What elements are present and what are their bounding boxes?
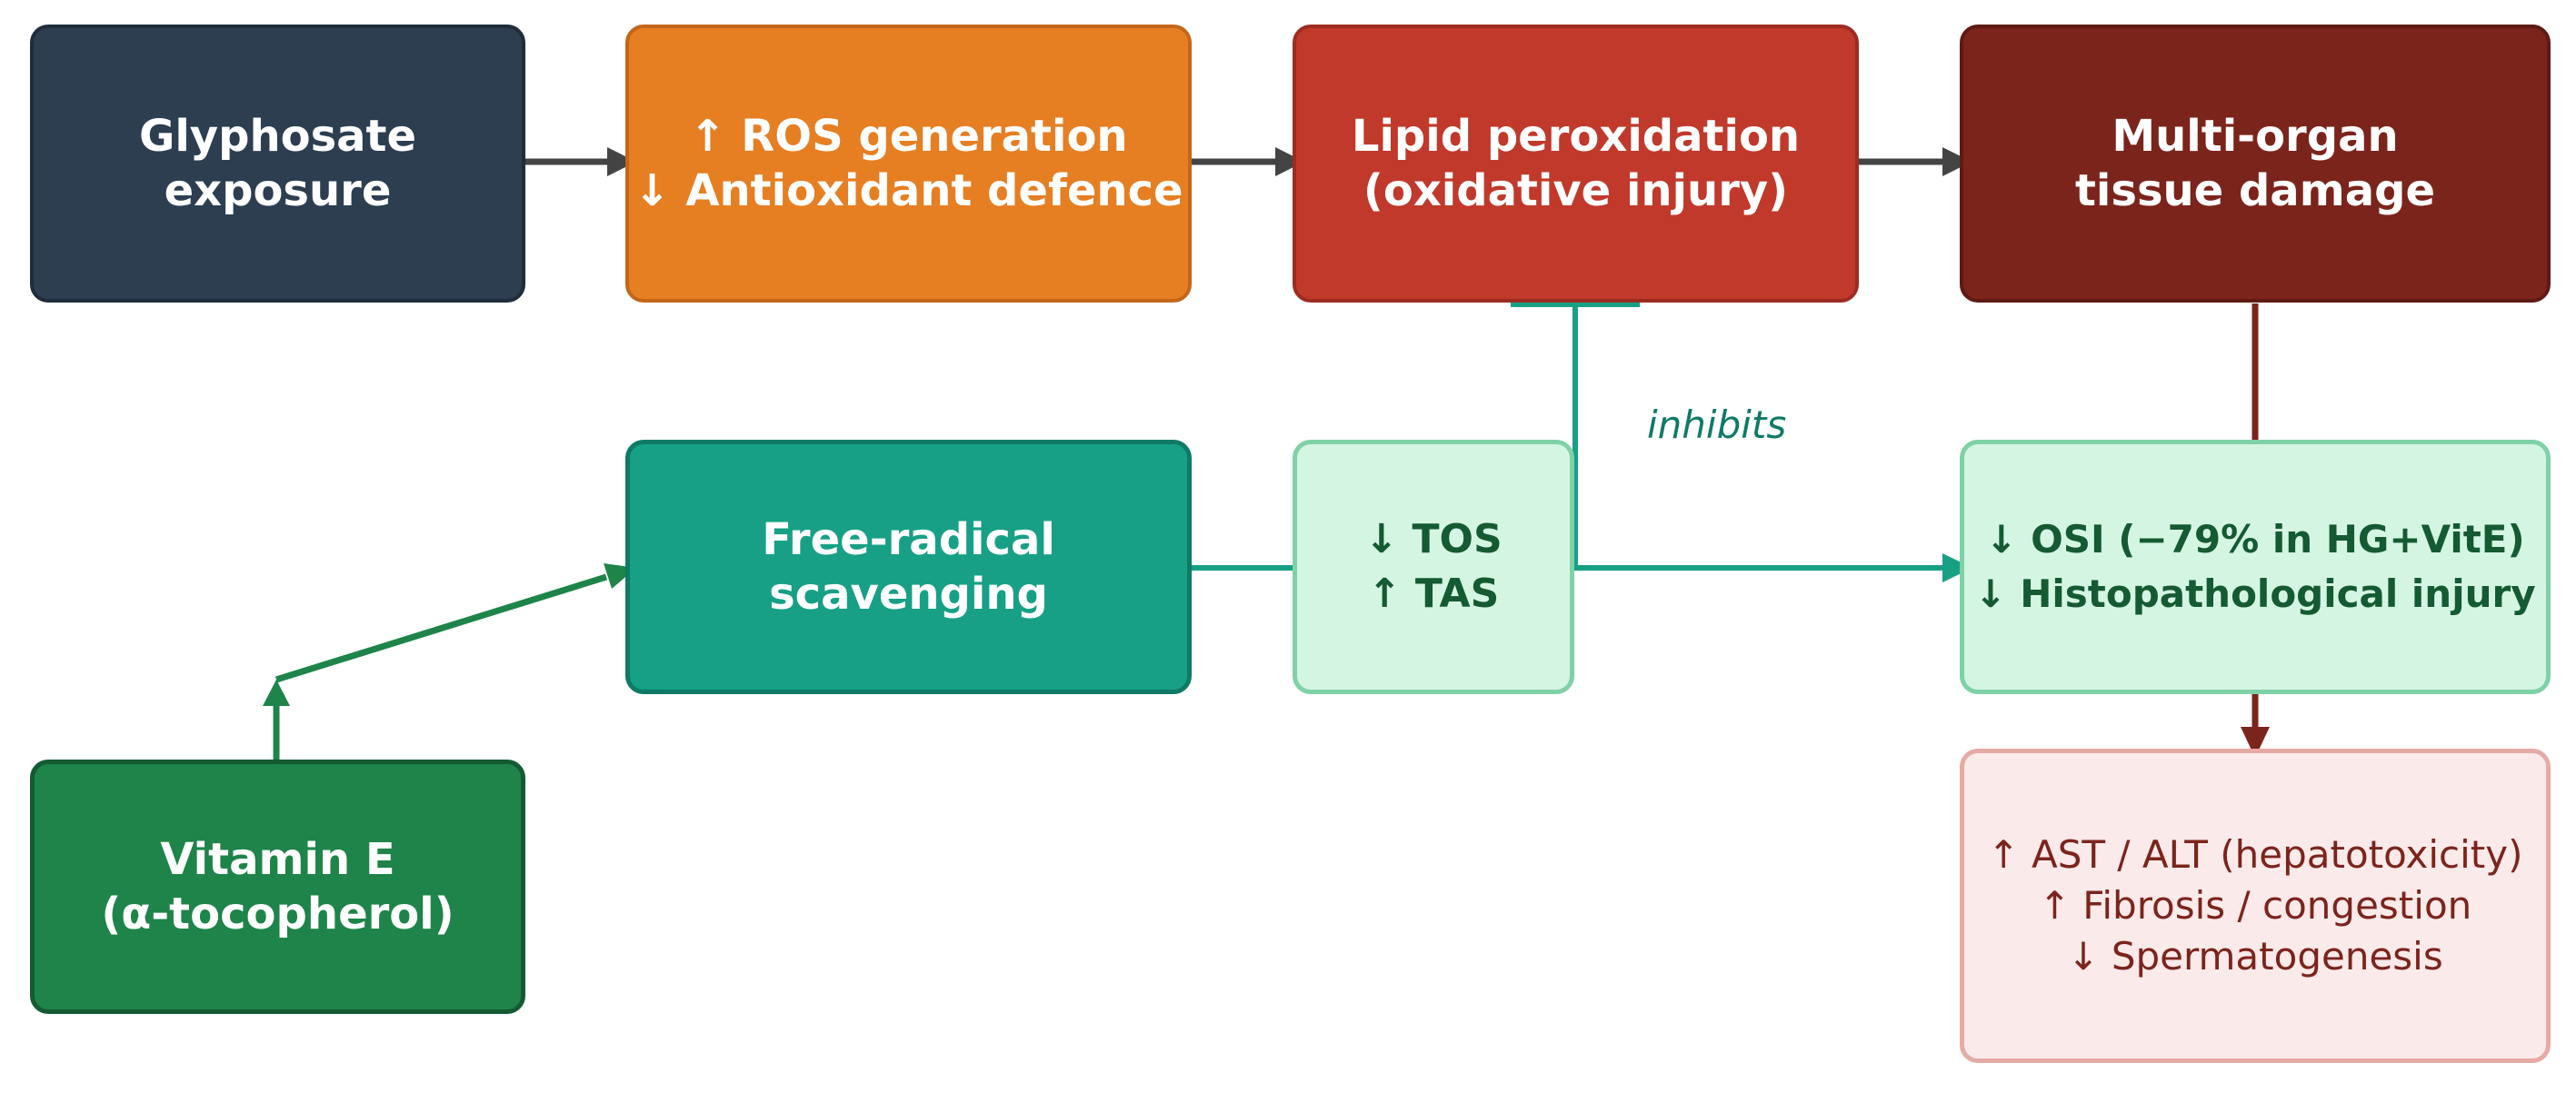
node-text: Lipid peroxidation xyxy=(1351,111,1801,162)
arrow-glyphosate-to-ros xyxy=(523,147,636,176)
node-text: (α-tocopherol) xyxy=(101,889,454,939)
node-tos-tas: ↓ TOS ↑ TAS xyxy=(1293,440,1574,694)
node-text: (oxidative injury) xyxy=(1363,165,1789,216)
arrow-ros-to-lipid xyxy=(1177,147,1304,176)
node-text: Glyphosate xyxy=(138,111,417,162)
node-text: ↑ Fibrosis / congestion xyxy=(2038,883,2472,928)
node-text: ↑ ROS generation xyxy=(689,111,1128,162)
node-osi-reduction: ↓ OSI (−79% in HG+VitE) ↓ Histopathologi… xyxy=(1960,440,2551,694)
node-text: Vitamin E xyxy=(160,834,395,885)
node-text: scavenging xyxy=(769,569,1048,620)
node-text: Free-radical xyxy=(762,514,1055,565)
node-text: ↓ Histopathological injury xyxy=(1974,571,2536,616)
node-text: ↓ TOS xyxy=(1364,516,1503,562)
node-text: ↓ Spermatogenesis xyxy=(2067,934,2443,979)
arrow-tos-to-osi xyxy=(1556,553,1972,582)
node-tissue-damage: Multi-organ tissue damage xyxy=(1960,25,2551,303)
node-text: ↑ AST / ALT (hepatotoxicity) xyxy=(1987,832,2523,877)
node-lipid-peroxidation: Lipid peroxidation (oxidative injury) xyxy=(1293,25,1859,303)
node-text: tissue damage xyxy=(2074,165,2436,216)
arrow-vitamin-to-scavenging xyxy=(263,563,636,761)
inhibits-label: inhibits xyxy=(1647,402,1787,447)
node-free-radical-scavenging: Free-radical scavenging xyxy=(625,440,1192,694)
node-text: ↑ TAS xyxy=(1367,571,1500,617)
node-text: ↓ Antioxidant defence xyxy=(634,165,1183,216)
node-text: exposure xyxy=(164,165,392,216)
node-glyphosate-exposure: Glyphosate exposure xyxy=(30,25,525,303)
node-vitamin-e: Vitamin E (α-tocopherol) xyxy=(30,760,525,1014)
node-ros-generation: ↑ ROS generation ↓ Antioxidant defence xyxy=(625,25,1192,303)
node-organ-outcomes: ↑ AST / ALT (hepatotoxicity) ↑ Fibrosis … xyxy=(1960,749,2551,1063)
arrow-lipid-to-damage xyxy=(1843,147,1972,176)
node-text: ↓ OSI (−79% in HG+VitE) xyxy=(1985,517,2525,561)
node-text: Multi-organ xyxy=(2112,111,2399,162)
